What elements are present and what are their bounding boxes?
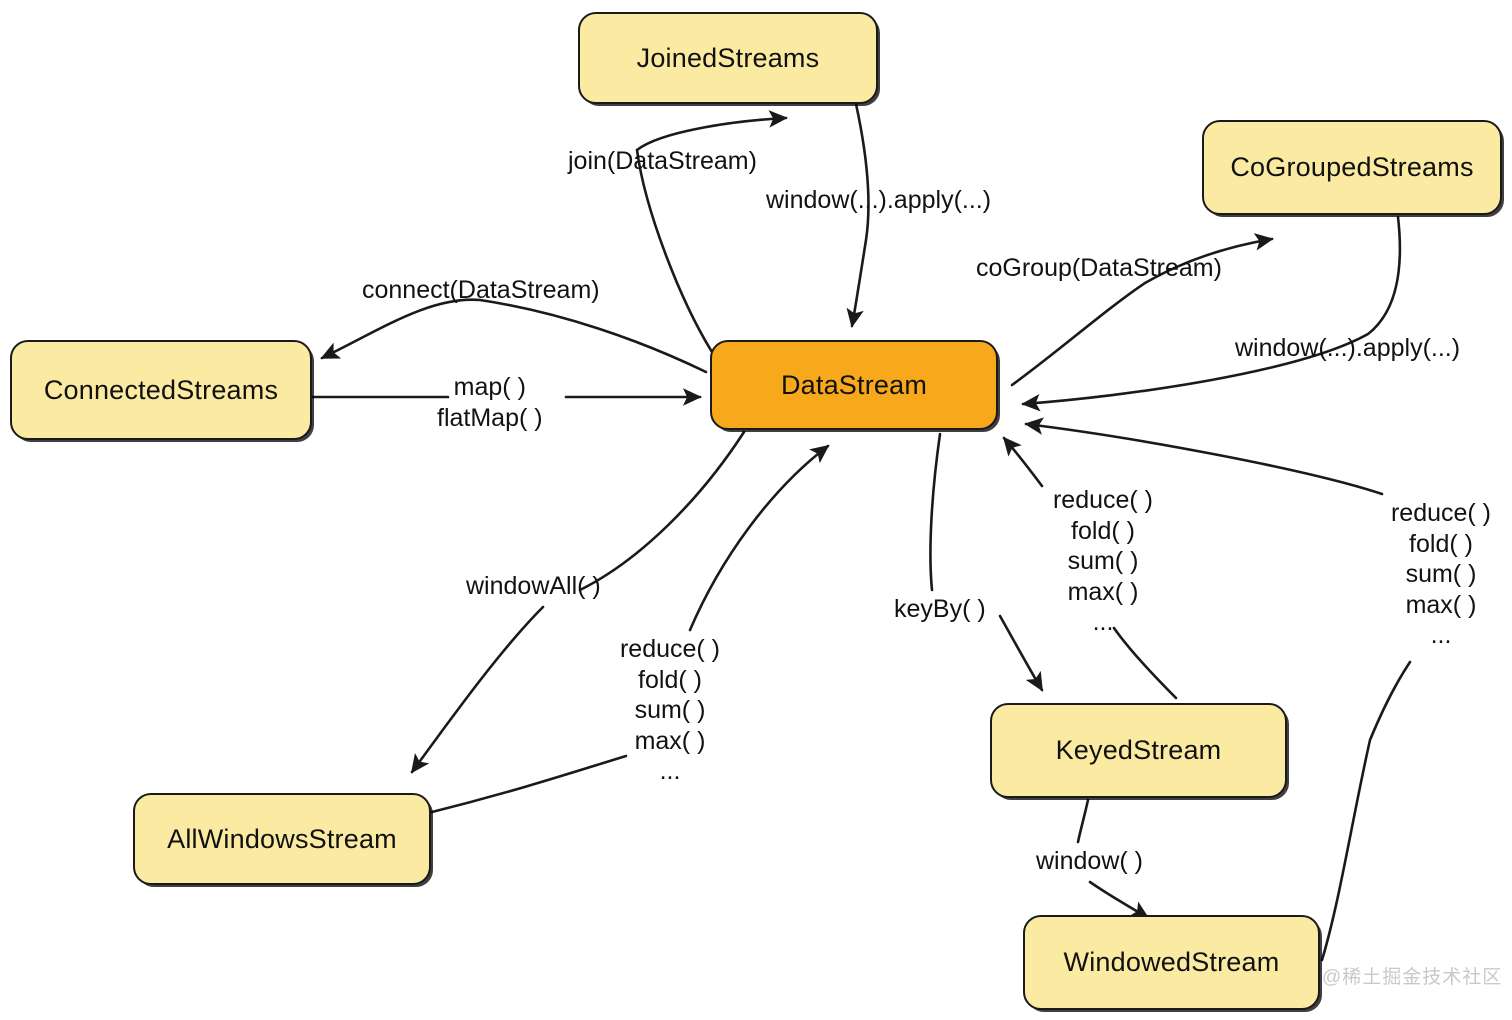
- edge-window-tail: [1088, 880, 1150, 920]
- node-label: ConnectedStreams: [43, 374, 279, 405]
- edge-keyed-aggs: [1112, 626, 1178, 700]
- edge-keyby: [929, 432, 942, 592]
- node-label: DataStream: [780, 369, 928, 400]
- edge-label-allwindows-aggs: reduce( ) fold( ) sum( ) max( ) ...: [619, 635, 721, 785]
- node-windowed-stream[interactable]: WindowedStream: [1023, 915, 1320, 1010]
- node-label: CoGroupedStreams: [1230, 152, 1474, 182]
- edge-label-join-apply: window(...).apply(...): [766, 186, 992, 214]
- edge-connect: [320, 298, 708, 374]
- node-datastream[interactable]: DataStream: [710, 340, 998, 430]
- edge-windowed-aggs: [1320, 660, 1412, 962]
- edge-allwindows-aggs: [430, 754, 628, 814]
- watermark: @稀土掘金技术社区: [1322, 967, 1503, 988]
- node-allwindows-stream[interactable]: AllWindowsStream: [133, 793, 431, 885]
- node-label: JoinedStreams: [636, 42, 820, 73]
- node-keyed-stream[interactable]: KeyedStream: [990, 703, 1287, 798]
- node-connected-streams[interactable]: ConnectedStreams: [10, 340, 312, 440]
- edge-label-cogroup: coGroup(DataStream): [976, 254, 1222, 282]
- edge-label-connect: connect(DataStream): [362, 276, 600, 304]
- edge-join-apply: [846, 102, 870, 328]
- edge-label-window: window( ): [1036, 847, 1143, 875]
- edge-keyed-aggs-tail: [1002, 436, 1044, 488]
- edge-label-windowall: windowAll( ): [466, 572, 601, 600]
- edge-keyby-tail: [998, 614, 1044, 692]
- edge-label-map-flatmap: map( ) flatMap( ): [437, 373, 543, 432]
- node-label: WindowedStream: [1063, 947, 1280, 977]
- node-cogrouped-streams[interactable]: CoGroupedStreams: [1202, 120, 1502, 215]
- node-joined-streams[interactable]: JoinedStreams: [578, 12, 878, 104]
- edge-join: [635, 110, 788, 354]
- edge-windowall-tail: [410, 605, 545, 774]
- node-label: KeyedStream: [1055, 735, 1222, 765]
- edge-label-keyby: keyBy( ): [894, 595, 986, 623]
- edge-allwindows-aggs-tail: [688, 444, 830, 632]
- edge-cogroup-apply: [1021, 215, 1402, 412]
- edge-label-join: join(DataStream): [568, 147, 757, 175]
- edge-cogroup: [1010, 233, 1274, 387]
- edge-label-keyed-aggs: reduce( ) fold( ) sum( ) max( ) ...: [1052, 486, 1154, 636]
- edge-windowall: [578, 430, 746, 592]
- node-label: AllWindowsStream: [167, 823, 397, 854]
- edge-windowed-aggs-tail: [1024, 417, 1384, 496]
- edge-window: [1076, 798, 1090, 844]
- edge-label-cogroup-apply: window(...).apply(...): [1235, 334, 1461, 362]
- edge-label-windowed-aggs: reduce( ) fold( ) sum( ) max( ) ...: [1390, 499, 1492, 649]
